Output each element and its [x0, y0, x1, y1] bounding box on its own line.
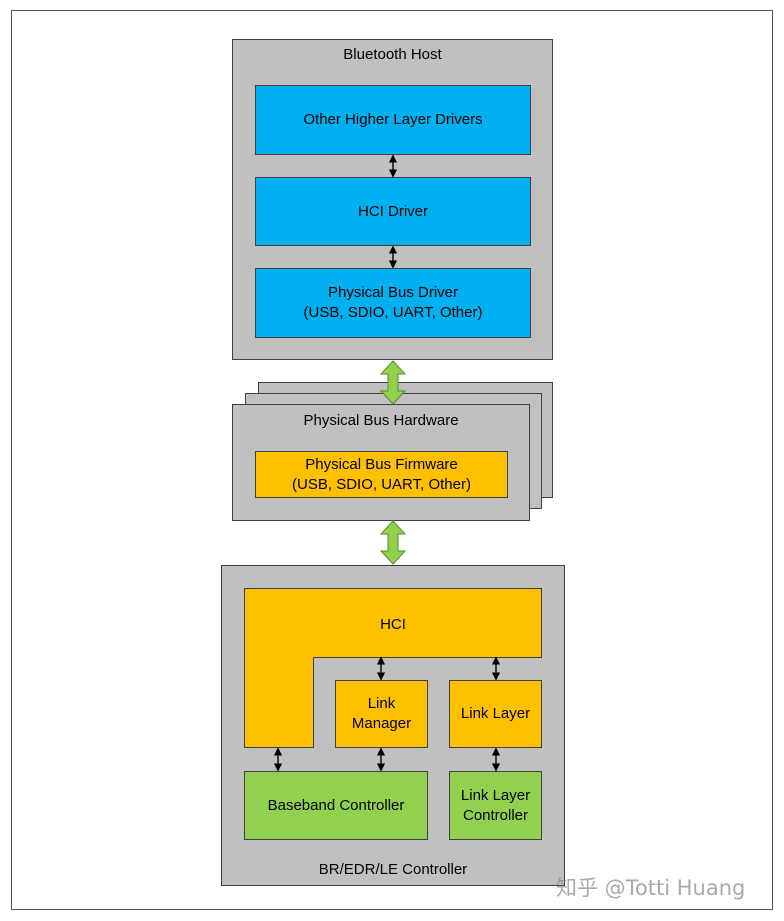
hci-driver-box: HCI Driver: [255, 177, 531, 246]
physical-bus-driver-box: Physical Bus Driver (USB, SDIO, UART, Ot…: [255, 268, 531, 338]
watermark: 知乎 @Totti Huang: [556, 876, 746, 900]
link-layer-controller-box: Link Layer Controller: [449, 771, 542, 840]
physical-bus-hardware-title: Physical Bus Hardware: [303, 412, 459, 429]
controller-title: BR/EDR/LE Controller: [318, 861, 468, 878]
diagram-frame: [11, 10, 773, 910]
baseband-controller-box: Baseband Controller: [244, 771, 428, 840]
hci-label: HCI: [380, 616, 406, 633]
physical-bus-firmware-box: Physical Bus Firmware (USB, SDIO, UART, …: [255, 451, 508, 498]
other-higher-layer-drivers-box: Other Higher Layer Drivers: [255, 85, 531, 155]
link-layer-box: Link Layer: [449, 680, 542, 748]
bluetooth-host-title: Bluetooth Host: [343, 46, 442, 63]
link-manager-box: Link Manager: [335, 680, 428, 748]
